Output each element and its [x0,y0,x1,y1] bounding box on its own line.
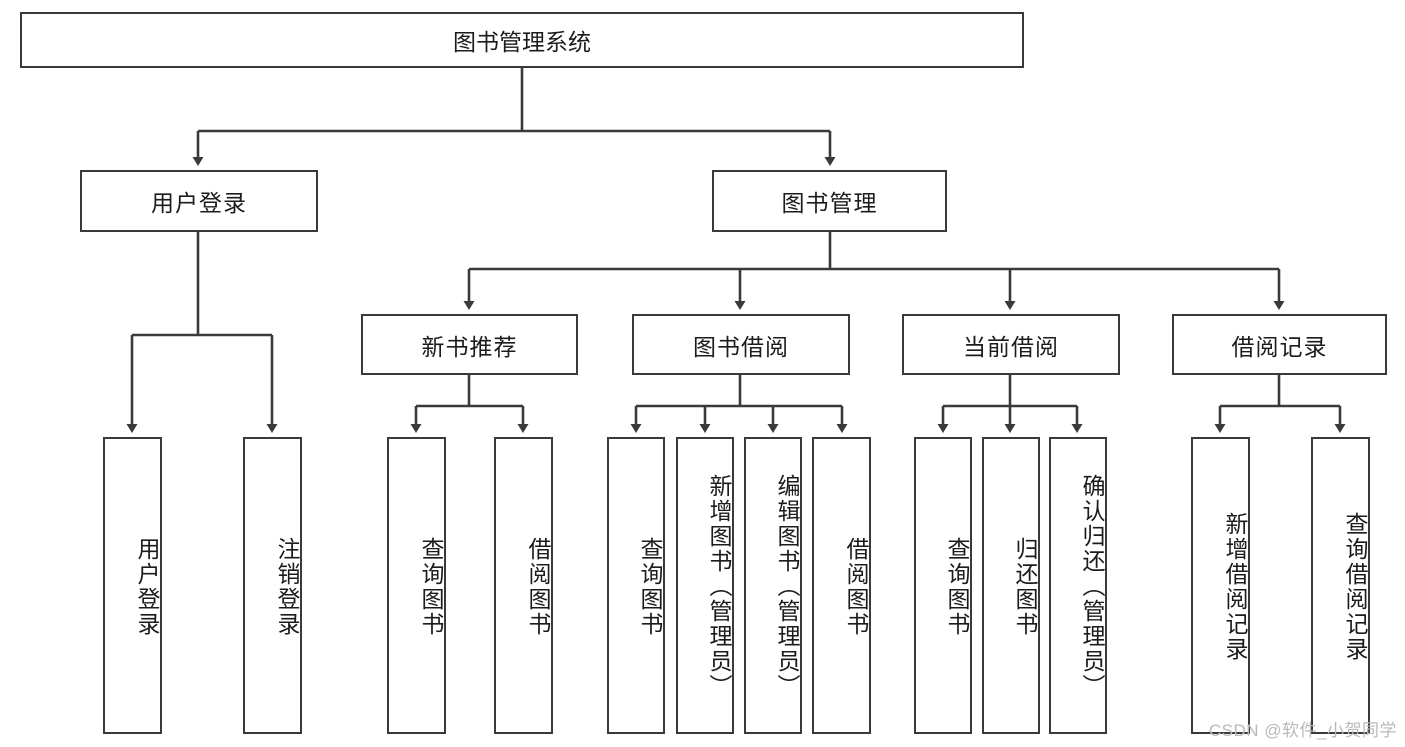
leaf-query-book-2[interactable]: 查询图书 [607,437,665,734]
leaf-query-borrow-record[interactable]: 查询借阅记录 [1311,437,1370,734]
node-current-borrow[interactable]: 当前借阅 [902,314,1120,375]
leaf-borrow-book-2[interactable]: 借阅图书 [812,437,871,734]
node-root-library-system[interactable]: 图书管理系统 [20,12,1024,68]
leaf-label: 查询图书 [637,536,663,637]
leaf-label: 新增借阅记录 [1222,511,1248,662]
leaf-borrow-book-1[interactable]: 借阅图书 [494,437,553,734]
leaf-label: 用户登录 [134,536,160,637]
node-user-login[interactable]: 用户登录 [80,170,318,232]
leaf-add-borrow-record[interactable]: 新增借阅记录 [1191,437,1250,734]
leaf-confirm-return-admin[interactable]: 确认归还（管理员） [1049,437,1107,734]
leaf-label: 查询图书 [944,536,970,637]
leaf-edit-book-admin[interactable]: 编辑图书（管理员） [744,437,802,734]
leaf-label: 编辑图书（管理员） [774,474,800,699]
leaf-label: 查询图书 [418,536,444,637]
node-book-manage[interactable]: 图书管理 [712,170,947,232]
leaf-user-login[interactable]: 用户登录 [103,437,162,734]
leaf-label: 注销登录 [274,536,300,637]
csdn-watermark: CSDN @软件_小贺同学 [1208,721,1397,740]
leaf-return-book[interactable]: 归还图书 [982,437,1040,734]
node-new-book-recommend[interactable]: 新书推荐 [361,314,578,375]
node-borrow-record[interactable]: 借阅记录 [1172,314,1387,375]
node-book-borrow[interactable]: 图书借阅 [632,314,850,375]
leaf-query-book-3[interactable]: 查询图书 [914,437,972,734]
leaf-label: 查询借阅记录 [1342,511,1368,662]
leaf-label: 借阅图书 [843,536,869,637]
leaf-label: 新增图书（管理员） [706,474,732,699]
leaf-query-book-1[interactable]: 查询图书 [387,437,446,734]
leaf-logout-login[interactable]: 注销登录 [243,437,302,734]
leaf-label: 归还图书 [1012,536,1038,637]
leaf-label: 借阅图书 [525,536,551,637]
leaf-add-book-admin[interactable]: 新增图书（管理员） [676,437,734,734]
leaf-label: 确认归还（管理员） [1079,474,1105,699]
